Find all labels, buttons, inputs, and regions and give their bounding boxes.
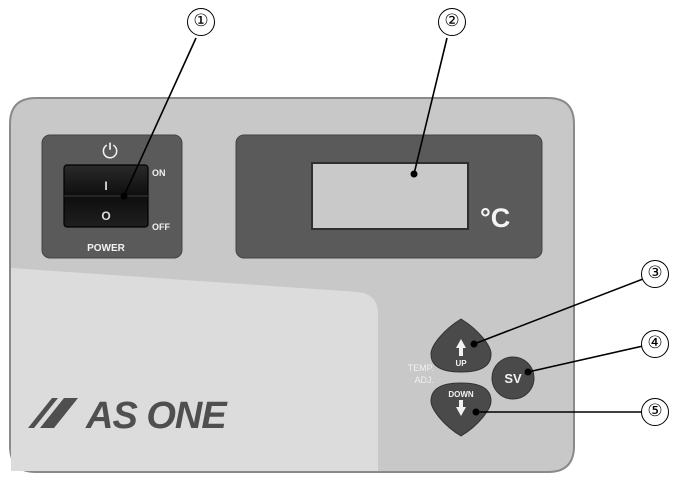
brand-text: AS ONE	[85, 395, 228, 437]
leader-line-1	[123, 37, 197, 197]
down-arrow-icon	[456, 400, 466, 416]
leader-tip-2	[410, 170, 418, 178]
switch-on-mark: I	[104, 179, 107, 193]
callout-3: ③	[641, 260, 669, 288]
sv-button[interactable]	[491, 356, 535, 400]
leader-tip-3	[470, 340, 478, 348]
up-arrow-icon	[456, 339, 466, 356]
switch-off-label: OFF	[152, 222, 170, 232]
leader-tip-4	[524, 368, 532, 376]
brand-logo: AS ONE	[28, 395, 229, 437]
temperature-display-window	[311, 162, 469, 230]
brand-mark-icon	[28, 398, 58, 428]
leader-tip-1	[120, 192, 128, 200]
callout-4: ④	[641, 330, 669, 358]
down-button-label: DOWN	[448, 390, 474, 399]
power-symbol: ⏻	[102, 141, 118, 163]
temp-adj-label-line1: TEMP.	[408, 363, 434, 373]
brand-mark-stripe	[40, 398, 78, 428]
up-button-label: UP	[455, 359, 467, 368]
temp-adj-label-line2: ADJ.	[414, 375, 434, 385]
leader-tips	[120, 170, 532, 416]
leader-line-4	[527, 345, 644, 373]
leader-tip-5	[472, 408, 480, 416]
sv-button-label: SV	[504, 371, 522, 386]
callout-2: ②	[438, 8, 466, 36]
temperature-unit: °C	[480, 203, 510, 233]
callout-5: ⑤	[641, 398, 669, 426]
leader-line-3	[473, 278, 644, 345]
power-label: POWER	[87, 243, 126, 254]
callout-1: ①	[187, 8, 215, 36]
switch-on-label: ON	[152, 168, 166, 178]
switch-off-mark: O	[101, 209, 110, 223]
leader-line-2	[413, 37, 448, 175]
panel-lower-region	[11, 268, 378, 471]
leader-lines	[123, 37, 644, 413]
